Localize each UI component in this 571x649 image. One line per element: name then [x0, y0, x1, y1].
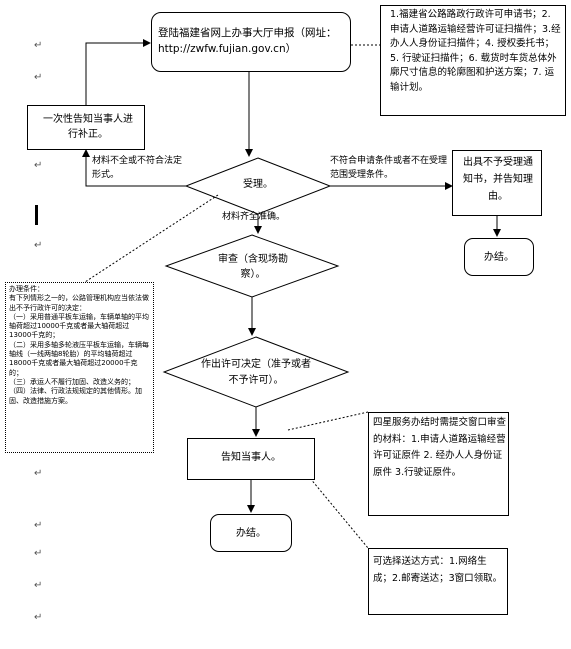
correction-box: [27, 105, 145, 150]
paragraph-mark: ↵: [34, 548, 43, 559]
conditions-text: 办理条件： 有下列情形之一的，公路管理机构应当依法做出不予行政许可的决定： （一…: [9, 285, 149, 405]
paragraph-mark: ↵: [34, 612, 43, 623]
done-bottom-box: [210, 514, 292, 552]
review-text: 审查（含现场勘察）。: [218, 254, 288, 280]
onsite-materials-box: [368, 412, 509, 516]
notify-party-text: 告知当事人。: [221, 452, 281, 463]
paragraph-mark: ↵: [34, 520, 43, 531]
label-not-in-scope: 不符合申请条件或者不在受理范围受理条件。: [330, 156, 448, 180]
arrow-accept-to-correction: [82, 149, 186, 187]
reject-notice-text: 出具不予受理通知书，并告知理由。: [463, 157, 533, 202]
paragraph-mark: ↵: [34, 72, 43, 83]
onsite-materials-text: 四星服务办结时需提交窗口审查的材料：1.申请人道路运输经营许可证原件 2. 经办…: [373, 417, 507, 478]
arrow-correction-to-start: [85, 39, 151, 105]
accept-text: 受理。: [243, 179, 273, 190]
paragraph-mark: ↵: [34, 240, 43, 251]
callout-line-conditions: [84, 194, 219, 283]
cursor-mark: [35, 205, 38, 225]
decision-text: 作出许可决定（准予或者不予许可）。: [201, 359, 311, 386]
start-text: 登陆福建省网上办事大厅申报（网址：http://zwfw.fujian.gov.…: [158, 27, 337, 55]
paragraph-mark: ↵: [34, 40, 43, 51]
paragraph-mark: ↵: [34, 160, 43, 171]
paragraph-mark: ↵: [34, 580, 43, 591]
done-top-box: [464, 238, 534, 276]
start-box: [151, 12, 351, 72]
done-bottom-text: 办结。: [236, 528, 266, 539]
label-complete: 材料齐全准确。: [222, 212, 286, 222]
done-top-text: 办结。: [484, 252, 514, 263]
callout-line-onsite: [287, 411, 369, 431]
reject-notice-box: [452, 150, 542, 216]
materials-box: [380, 5, 566, 116]
materials-text: 1.福建省公路路政行政许可申请书；2. 申请人道路运输经营许可证扫描件；3.经办…: [390, 9, 561, 93]
correction-text: 一次性告知当事人进行补正。: [43, 114, 133, 140]
delivery-text: 可选择送达方式：1.网络生成；2.邮寄送达；3窗口领取。: [373, 556, 503, 584]
notify-party-box: [187, 438, 315, 480]
label-incomplete: 材料不全或不符合法定形式。: [92, 156, 183, 180]
paragraph-mark: ↵: [34, 468, 43, 479]
delivery-box: [368, 548, 508, 615]
conditions-box: [5, 282, 154, 453]
